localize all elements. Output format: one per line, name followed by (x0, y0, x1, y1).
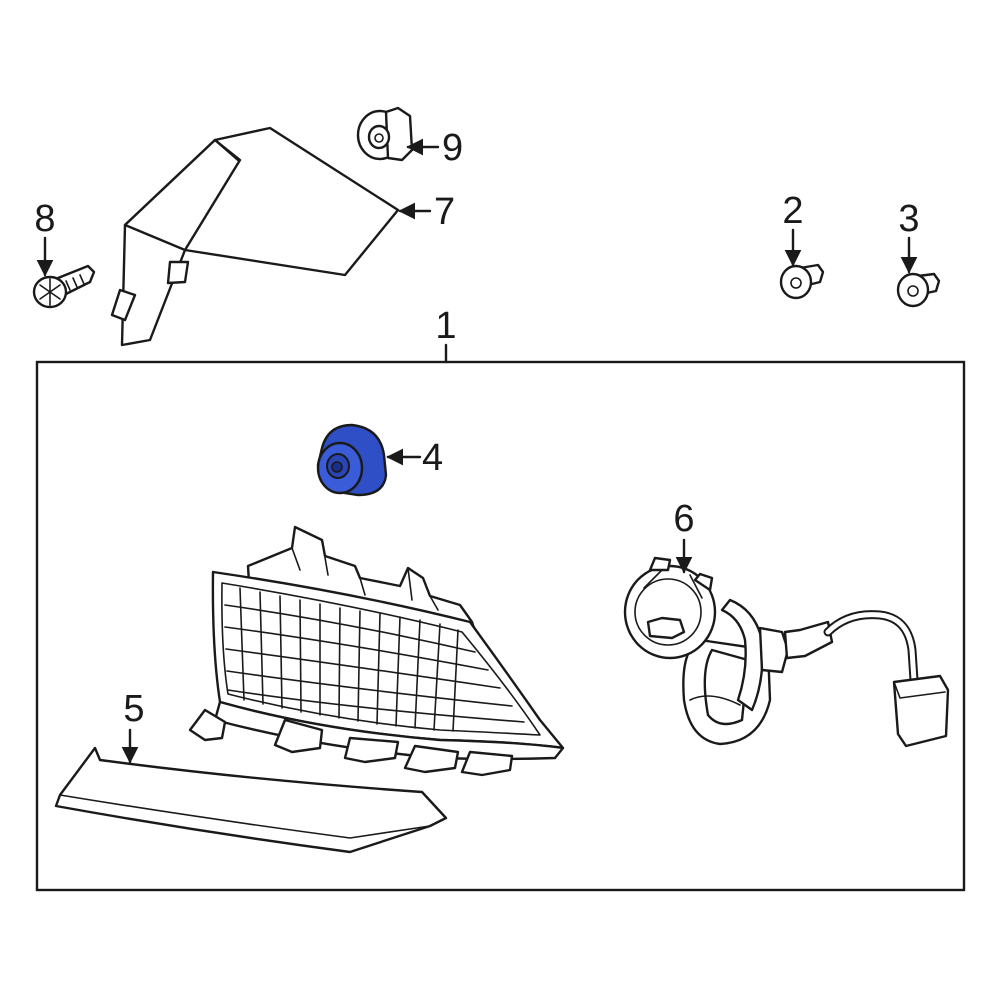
callout-2: 2 (782, 190, 803, 232)
part-5-trim (54, 746, 448, 854)
callout-6: 6 (673, 498, 694, 540)
part-9-clip (356, 106, 414, 162)
callout-1: 1 (435, 305, 456, 347)
callout-5: 5 (123, 688, 144, 730)
callout-3: 3 (898, 198, 919, 240)
part-3-clip (896, 272, 941, 308)
part-6-socket (623, 556, 950, 748)
part-4-grommet (316, 423, 388, 497)
callout-8: 8 (34, 198, 55, 240)
callout-9: 9 (442, 127, 463, 169)
lamp-grid (224, 587, 525, 732)
lamp-housing (188, 525, 565, 777)
callout-7: 7 (434, 191, 455, 233)
assembly-box (35, 360, 966, 892)
part-7-bracket (110, 126, 400, 347)
callout-4: 4 (422, 437, 443, 479)
part-8-screw (32, 264, 96, 309)
part-2-clip (779, 263, 825, 300)
